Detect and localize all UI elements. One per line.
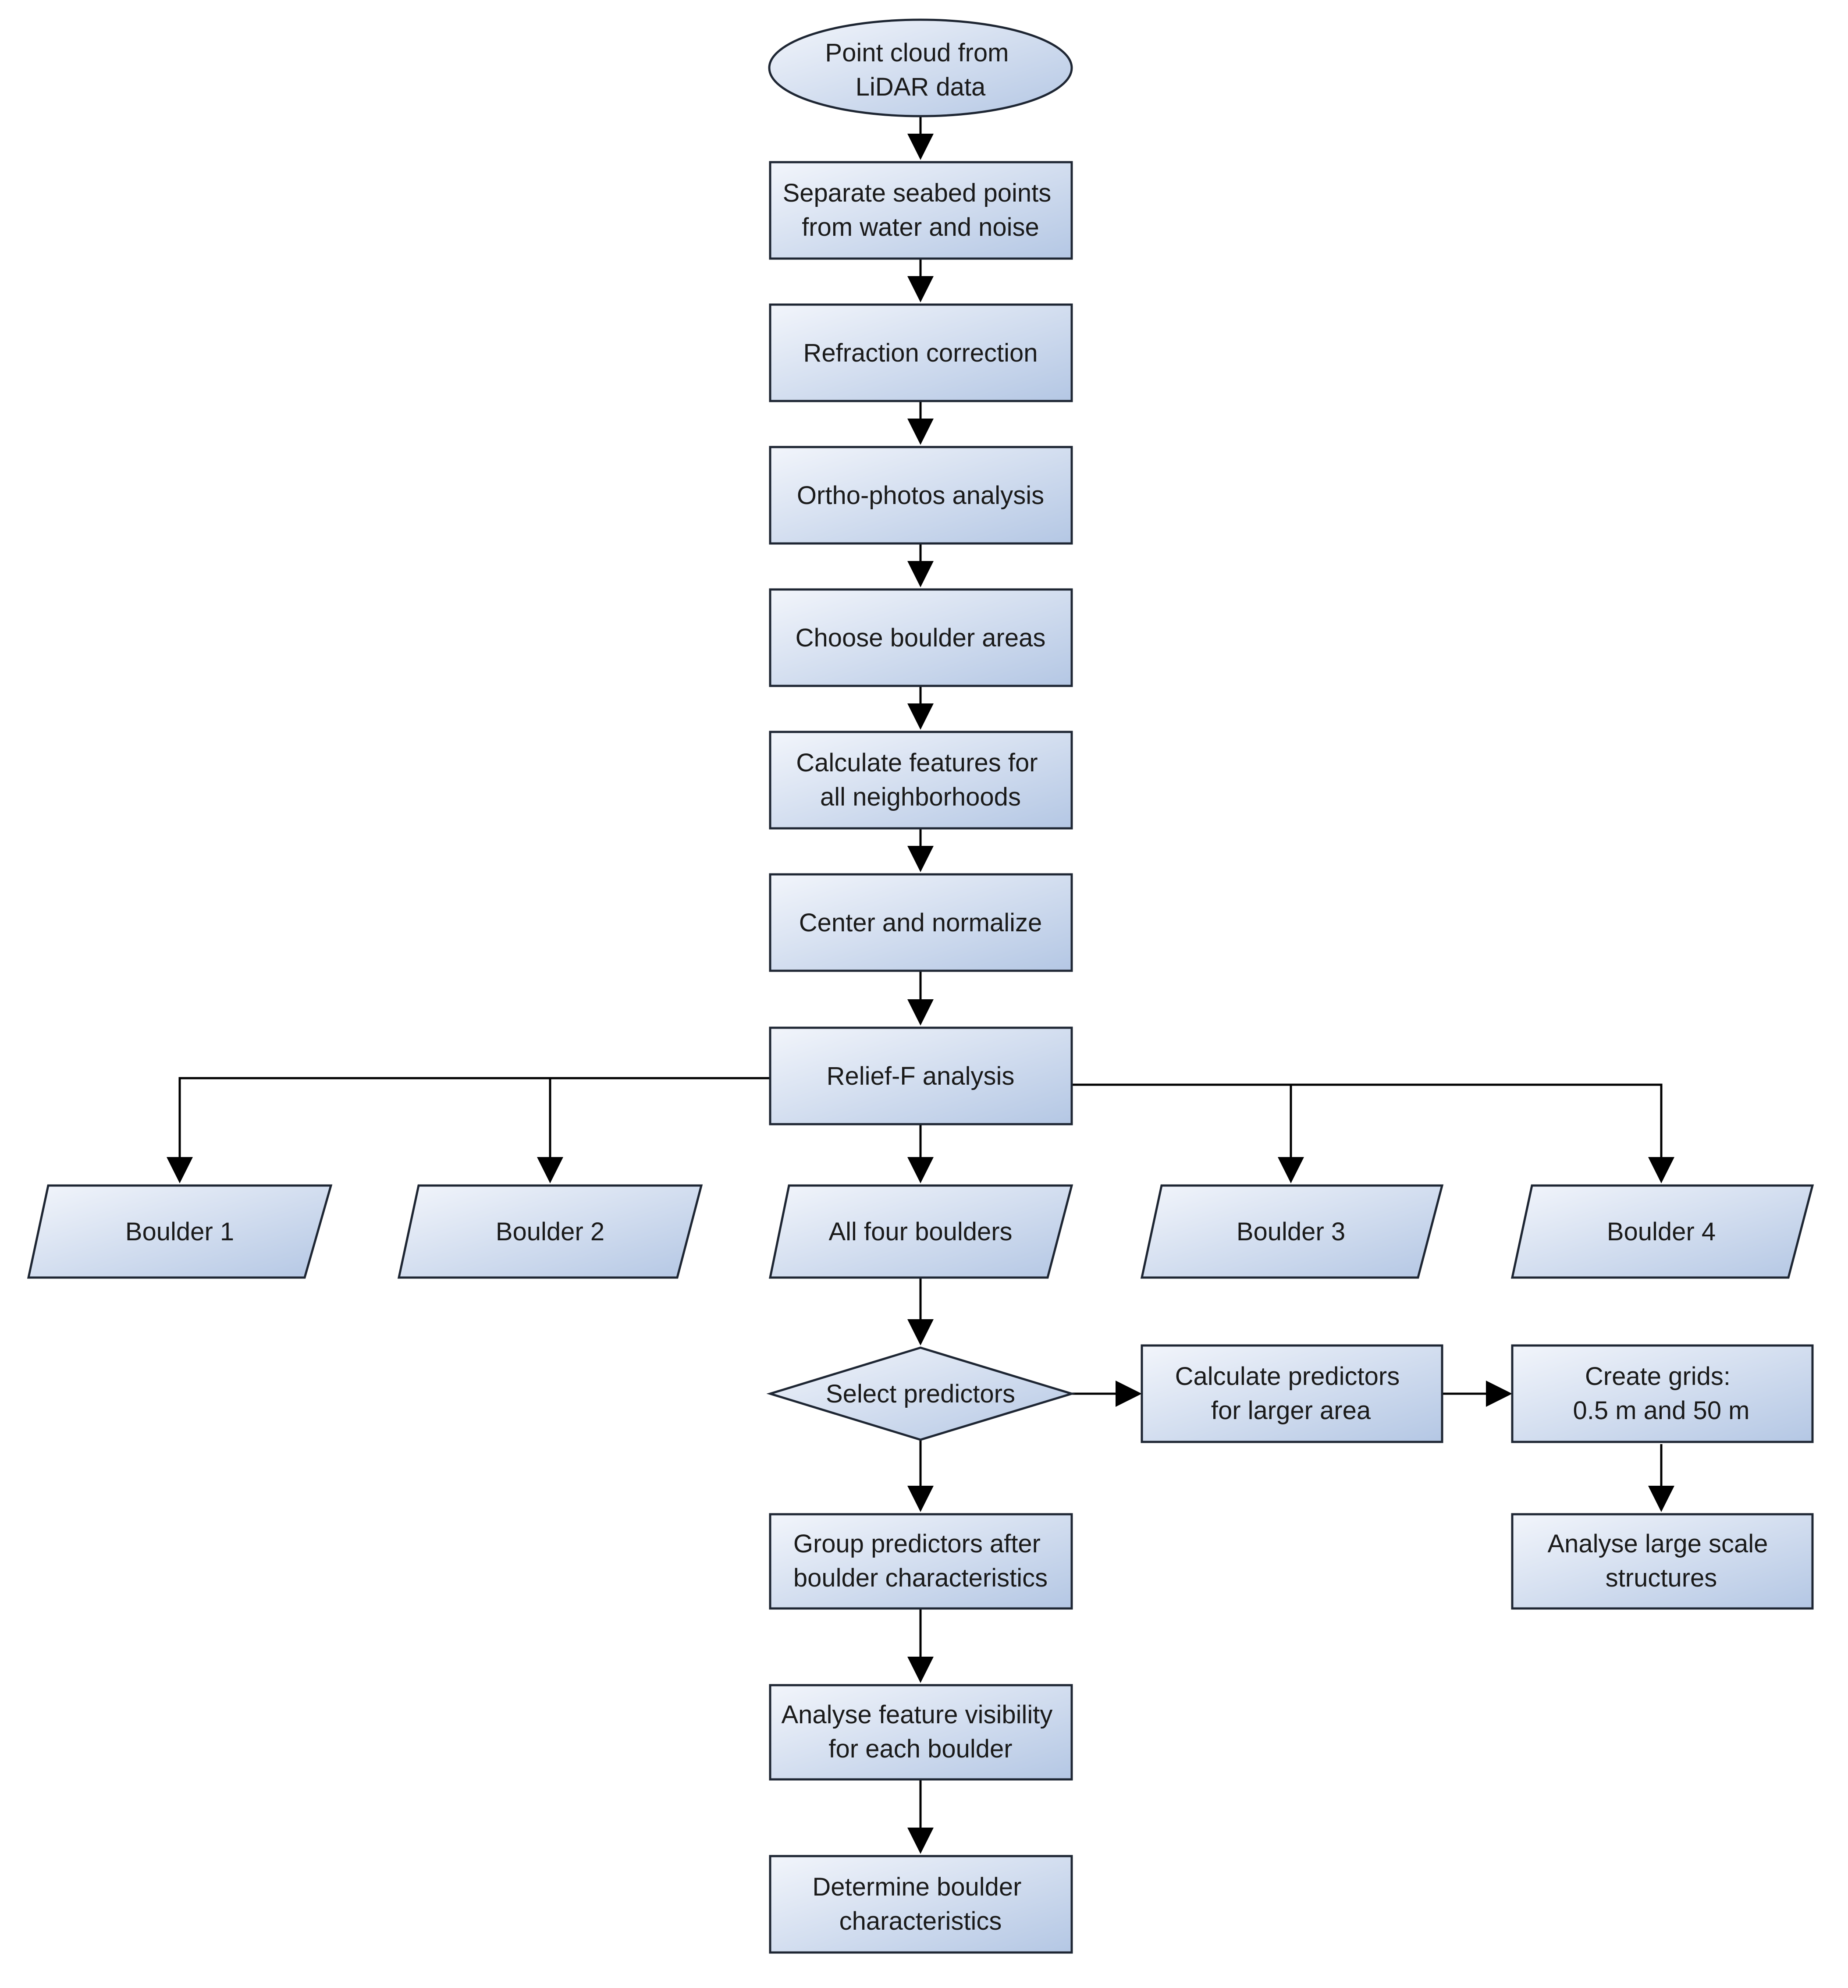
terminator-shape (768, 18, 1073, 117)
data-parallelogram (1140, 1184, 1444, 1279)
node-label: Analyse large scale structures (1547, 1530, 1775, 1592)
arrowhead-icon (1278, 1157, 1304, 1183)
data-parallelogram (768, 1184, 1073, 1279)
node-choose-areas: Choose boulder areas (769, 588, 1073, 687)
process-box (769, 1855, 1073, 1954)
node-label: Center and normalize (799, 909, 1042, 937)
arrowhead-icon (537, 1157, 563, 1183)
node-label: Boulder 1 (125, 1218, 234, 1246)
node-analyse-large: Analyse large scale structures (1511, 1513, 1814, 1610)
process-box (769, 1513, 1073, 1610)
node-label: Boulder 2 (496, 1218, 604, 1246)
process-box (1511, 1344, 1814, 1443)
arrowhead-icon (907, 276, 934, 302)
process-box (769, 1026, 1073, 1125)
process-box (769, 873, 1073, 972)
node-label: Determine boulder characteristics (812, 1873, 1028, 1935)
node-analyse-visibility: Analyse feature visibility for each boul… (769, 1684, 1073, 1781)
process-box (769, 303, 1073, 402)
process-box (769, 446, 1073, 545)
node-select-predictors: Select predictors (766, 1346, 1076, 1441)
arrowhead-icon (907, 703, 934, 730)
node-group-predictors: Group predictors after boulder character… (769, 1513, 1073, 1610)
node-boulder-2: Boulder 2 (397, 1184, 703, 1279)
decision-diamond (766, 1346, 1076, 1441)
node-determine: Determine boulder characteristics (769, 1855, 1073, 1954)
node-label: Separate seabed points from water and no… (783, 179, 1059, 241)
node-calc-predictors: Calculate predictors for larger area (1141, 1344, 1443, 1443)
node-relief-f: Relief-F analysis (769, 1026, 1073, 1125)
nodes: Point cloud from LiDAR data Separate sea… (27, 18, 1814, 1954)
node-label: Refraction correction (803, 339, 1038, 367)
node-label: Ortho-photos analysis (797, 481, 1044, 510)
node-boulder-3: Boulder 3 (1140, 1184, 1444, 1279)
process-box (769, 161, 1073, 260)
process-box (769, 588, 1073, 687)
node-label: Boulder 3 (1237, 1218, 1345, 1246)
arrowhead-icon (907, 419, 934, 445)
node-label: Create grids: 0.5 m and 50 m (1573, 1362, 1750, 1425)
arrowhead-icon (907, 846, 934, 872)
data-parallelogram (1510, 1184, 1814, 1279)
edge-relief-to-boulder-4 (1072, 1083, 1663, 1157)
node-refraction: Refraction correction (769, 303, 1073, 402)
arrowhead-icon (907, 1486, 934, 1512)
process-box (769, 1684, 1073, 1781)
arrowhead-icon (907, 1828, 934, 1854)
arrowhead-icon (907, 1319, 934, 1345)
node-label: Analyse feature visibility for each boul… (781, 1700, 1059, 1763)
node-separate-points: Separate seabed points from water and no… (769, 161, 1073, 260)
connectors (167, 116, 1674, 1854)
node-boulder-1: Boulder 1 (27, 1184, 333, 1279)
node-label: All four boulders (828, 1218, 1012, 1246)
node-label: Calculate predictors for larger area (1175, 1362, 1407, 1425)
node-ortho-photos: Ortho-photos analysis (769, 446, 1073, 545)
arrowhead-icon (167, 1157, 193, 1183)
data-parallelogram (397, 1184, 703, 1279)
node-label: Boulder 4 (1607, 1218, 1716, 1246)
node-label: Calculate features for all neighborhoods (796, 749, 1045, 811)
arrowhead-icon (907, 1657, 934, 1683)
edge-relief-to-boulder-1 (178, 1077, 770, 1157)
node-create-grids: Create grids: 0.5 m and 50 m (1511, 1344, 1814, 1443)
arrowhead-icon (907, 999, 934, 1026)
process-box (1511, 1513, 1814, 1610)
arrowhead-icon (1486, 1381, 1512, 1407)
process-box (1141, 1344, 1443, 1443)
node-label: Relief-F analysis (827, 1062, 1015, 1090)
node-label: Group predictors after boulder character… (793, 1530, 1048, 1592)
arrowhead-icon (907, 134, 934, 160)
process-box (769, 731, 1073, 830)
node-label: Choose boulder areas (796, 624, 1046, 652)
node-all-four: All four boulders (768, 1184, 1073, 1279)
node-center-normalize: Center and normalize (769, 873, 1073, 972)
arrowhead-icon (907, 1157, 934, 1183)
arrowhead-icon (1648, 1486, 1674, 1512)
node-label: Point cloud from LiDAR data (825, 39, 1016, 101)
arrowhead-icon (1116, 1381, 1142, 1407)
node-calc-features: Calculate features for all neighborhoods (769, 731, 1073, 830)
node-point-cloud: Point cloud from LiDAR data (768, 18, 1073, 117)
data-parallelogram (27, 1184, 333, 1279)
arrowhead-icon (907, 561, 934, 587)
arrowhead-icon (1648, 1157, 1674, 1183)
node-label: Select predictors (826, 1380, 1015, 1408)
node-boulder-4: Boulder 4 (1510, 1184, 1814, 1279)
